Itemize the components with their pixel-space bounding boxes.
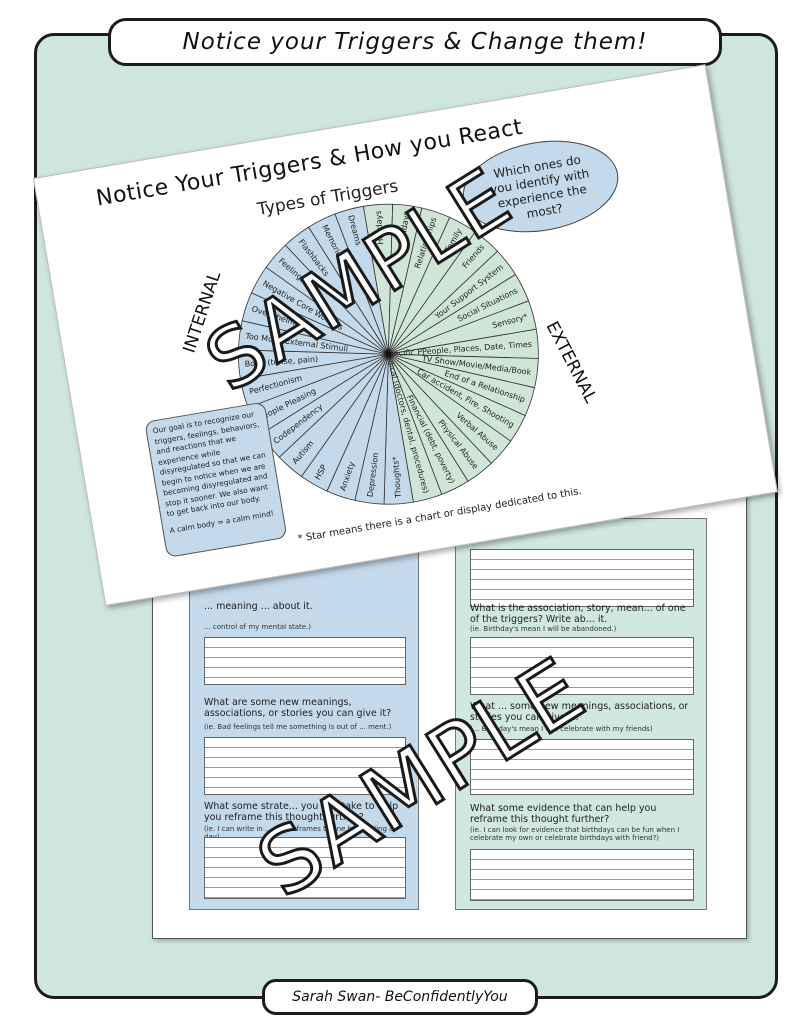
wheel-segment-internal: [334, 205, 389, 355]
question-example: (ie. Bad feelings tell me something is o…: [204, 723, 392, 731]
question-text: What some evidence that can help you ref…: [470, 803, 657, 825]
wheel-label-external: Holidays: [374, 210, 385, 245]
answer-lines[interactable]: [470, 849, 694, 901]
answer-lines[interactable]: [470, 637, 694, 695]
bubble-line: most?: [526, 201, 564, 221]
front-worksheet: Notice Your Triggers & How you React Typ…: [33, 64, 778, 606]
question-example: (ie. I can look for evidence that birthd…: [470, 826, 680, 842]
answer-lines[interactable]: [470, 739, 694, 795]
question-text: What some strate... you can take to help…: [204, 801, 399, 823]
footer-credit: Sarah Swan- BeConfidentlyYou: [262, 979, 538, 1015]
question-example: ... control of my mental state.): [204, 623, 312, 631]
goal-box: Our goal is to recognize our triggers, f…: [144, 401, 288, 558]
question-example: (... Birthday's mean I can celebrate wit…: [470, 725, 653, 733]
answer-lines[interactable]: [204, 637, 406, 685]
question-text: ... meaning ... about it.: [204, 601, 313, 612]
question-example: (ie. Birthday's mean I will be abandoned…: [470, 625, 617, 633]
question-text: What is the association, story, mean... …: [470, 603, 686, 625]
question-bubble: Which ones do you identify with experien…: [462, 140, 619, 233]
answer-lines[interactable]: [204, 837, 406, 899]
question-text: What are some new meanings, associations…: [204, 697, 392, 719]
page-title: Notice your Triggers & Change them!: [108, 18, 722, 66]
wheel-label-internal: Thoughts*: [391, 456, 403, 499]
question-text: What ... some new meanings, associations…: [470, 701, 689, 723]
goal-text: Our goal is to recognize our triggers, f…: [152, 409, 269, 519]
external-label: EXTERNAL: [542, 318, 601, 406]
answer-lines[interactable]: [470, 549, 694, 607]
answer-lines[interactable]: [204, 737, 406, 795]
wheel-hub: [385, 351, 392, 358]
left-question-panel: ... meaning ... about it. ... control of…: [189, 518, 419, 910]
right-question-panel: What is the association, story, mean... …: [455, 518, 707, 910]
